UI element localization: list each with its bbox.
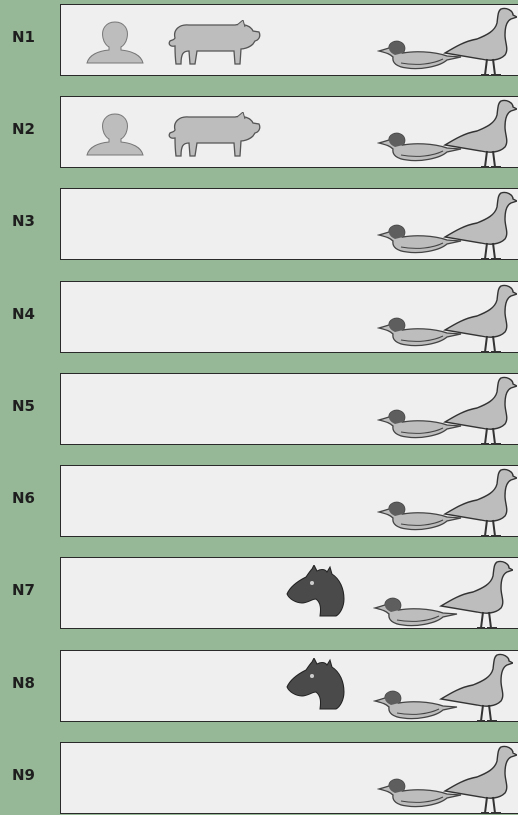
row-n9: N9 bbox=[0, 738, 518, 814]
goose-icon bbox=[439, 558, 513, 630]
row-label: N4 bbox=[12, 305, 35, 323]
row-label: N7 bbox=[12, 581, 35, 599]
duck-icon bbox=[377, 777, 463, 809]
row-panel bbox=[60, 4, 518, 76]
goose-icon bbox=[443, 374, 517, 446]
pig-icon bbox=[165, 20, 261, 66]
duck-icon bbox=[373, 689, 459, 721]
row-label: N1 bbox=[12, 28, 35, 46]
row-panel bbox=[60, 557, 518, 629]
duck-icon bbox=[377, 316, 463, 348]
goose-icon bbox=[443, 189, 517, 261]
row-label: N3 bbox=[12, 212, 35, 230]
pig-icon bbox=[165, 112, 261, 158]
row-n8: N8 bbox=[0, 646, 518, 722]
row-label: N6 bbox=[12, 489, 35, 507]
duck-icon bbox=[377, 223, 463, 255]
row-n2: N2 bbox=[0, 92, 518, 168]
horse-icon bbox=[286, 565, 346, 617]
duck-icon bbox=[377, 39, 463, 71]
row-panel bbox=[60, 373, 518, 445]
row-n7: N7 bbox=[0, 553, 518, 629]
row-panel bbox=[60, 465, 518, 537]
person-icon bbox=[86, 20, 144, 64]
duck-icon bbox=[377, 408, 463, 440]
row-label: N8 bbox=[12, 674, 35, 692]
goose-icon bbox=[443, 97, 517, 169]
duck-icon bbox=[377, 500, 463, 532]
person-icon bbox=[86, 112, 144, 156]
row-panel bbox=[60, 650, 518, 722]
row-n1: N1 bbox=[0, 0, 518, 76]
row-n5: N5 bbox=[0, 369, 518, 445]
row-n6: N6 bbox=[0, 461, 518, 537]
row-panel bbox=[60, 96, 518, 168]
row-label: N9 bbox=[12, 766, 35, 784]
row-panel bbox=[60, 742, 518, 814]
row-panel bbox=[60, 188, 518, 260]
row-n3: N3 bbox=[0, 184, 518, 260]
goose-icon bbox=[439, 651, 513, 723]
horse-icon bbox=[286, 658, 346, 710]
goose-icon bbox=[443, 5, 517, 77]
row-label: N2 bbox=[12, 120, 35, 138]
duck-icon bbox=[377, 131, 463, 163]
duck-icon bbox=[373, 596, 459, 628]
row-label: N5 bbox=[12, 397, 35, 415]
goose-icon bbox=[443, 282, 517, 354]
goose-icon bbox=[443, 743, 517, 815]
row-n4: N4 bbox=[0, 277, 518, 353]
goose-icon bbox=[443, 466, 517, 538]
row-panel bbox=[60, 281, 518, 353]
